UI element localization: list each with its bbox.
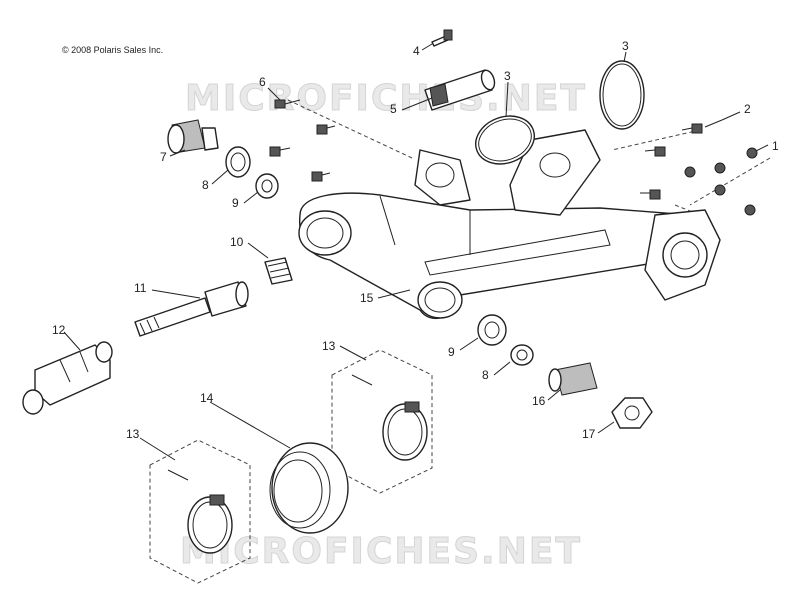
callout-8-left: 8 (202, 178, 209, 192)
part-u-joint (22, 341, 113, 415)
callout-1: 1 (772, 139, 779, 153)
callout-15: 15 (360, 291, 374, 305)
watermark-top: MICROFICHES.NET (185, 78, 587, 119)
part-drive-shaft (134, 281, 249, 337)
part-clamp-kit-upper (331, 349, 433, 494)
part-swing-arm (298, 129, 721, 320)
part-pivot-tube (424, 69, 496, 111)
callout-17: 17 (582, 427, 596, 441)
callout-9-right: 9 (448, 345, 455, 359)
callout-4: 4 (413, 44, 420, 58)
part-seal-left (225, 146, 251, 178)
callout-3-right: 3 (622, 39, 629, 53)
part-washer-right (477, 314, 507, 346)
part-bearing-left (167, 119, 219, 154)
callout-6: 6 (259, 75, 266, 89)
part-seal-right (510, 344, 534, 366)
part-o-ring-right (599, 60, 645, 130)
callout-5: 5 (390, 102, 397, 116)
part-bearing-right (548, 362, 598, 396)
callout-11: 11 (134, 281, 147, 295)
copyright-notice: © 2008 Polaris Sales Inc. (62, 45, 164, 55)
leader-lines (63, 43, 769, 461)
callout-10: 10 (230, 235, 244, 249)
callout-9-left: 9 (232, 196, 239, 210)
part-bolts (269, 99, 758, 216)
part-boot (269, 442, 349, 534)
callout-13-lower: 13 (126, 427, 140, 441)
callout-7: 7 (160, 150, 167, 164)
callout-12: 12 (52, 323, 66, 337)
part-clamp-kit-lower (149, 439, 251, 584)
callout-8-right: 8 (482, 368, 489, 382)
callout-3-left: 3 (504, 69, 511, 83)
part-o-ring-left (475, 115, 535, 165)
part-washer-left (255, 173, 279, 199)
part-spring (264, 257, 293, 285)
callout-2: 2 (744, 102, 751, 116)
callout-labels: 1 2 3 3 4 5 6 7 8 9 10 11 12 13 14 13 15… (52, 39, 779, 441)
callout-16: 16 (532, 394, 546, 408)
part-nut (611, 397, 653, 429)
watermark-bottom: MICROFICHES.NET (180, 531, 582, 572)
callout-13-upper: 13 (322, 339, 336, 353)
part-screw-4 (431, 29, 453, 47)
callout-14: 14 (200, 391, 214, 405)
